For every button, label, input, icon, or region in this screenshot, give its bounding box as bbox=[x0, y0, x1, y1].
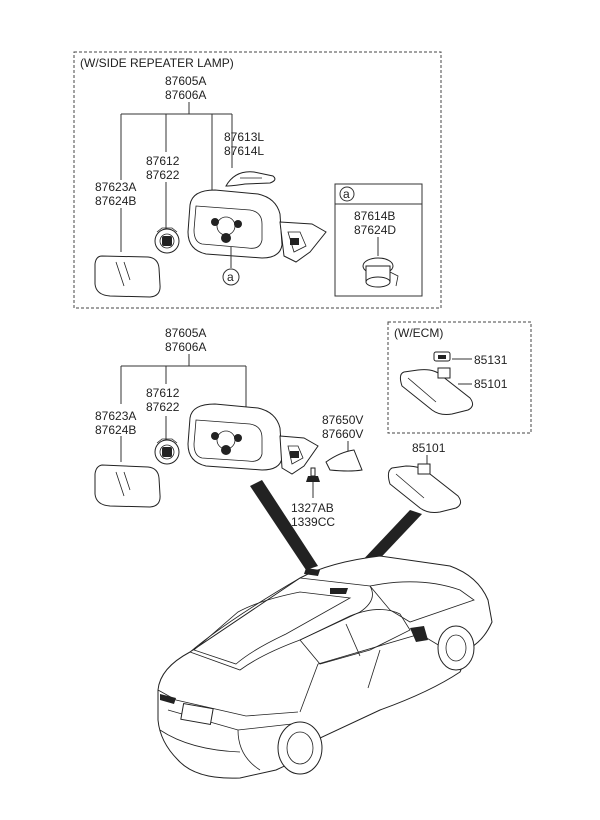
bolt-icon bbox=[306, 467, 320, 482]
side-repeater-lamp-icon bbox=[362, 257, 399, 288]
detail-a-box bbox=[334, 183, 423, 297]
standard-mirror-group: 87605A 87606A 87612 87622 87623A 87624B bbox=[94, 326, 363, 529]
mirror-actuator-icon bbox=[154, 227, 180, 254]
mid-mirror-actuator-icon bbox=[154, 438, 180, 465]
mirror-assy-label-2: 87606A bbox=[165, 88, 206, 102]
garnish-label-1: 87650V bbox=[322, 413, 363, 427]
bolt-label-2: 1339CC bbox=[291, 515, 335, 529]
garnish-icon bbox=[325, 449, 363, 472]
outside-mirror-pointer bbox=[250, 480, 318, 570]
mirror-glass-icon bbox=[94, 255, 161, 298]
ecm-inside-mirror-icon bbox=[399, 367, 474, 415]
sedan-vehicle-icon bbox=[157, 555, 493, 779]
side-repeater-title: (W/SIDE REPEATER LAMP) bbox=[80, 56, 234, 70]
side-repeater-lamp-label-2: 87624D bbox=[354, 223, 396, 237]
cover-label-1: 87613L bbox=[224, 130, 264, 144]
callout-a-marker bbox=[222, 268, 240, 286]
inside-mirror-icon bbox=[387, 463, 462, 513]
mid-glass-label-2: 87624B bbox=[95, 423, 136, 437]
mid-mirror-assy-label-1: 87605A bbox=[165, 326, 206, 340]
ecm-box bbox=[387, 321, 532, 434]
ecm-title: (W/ECM) bbox=[394, 326, 443, 340]
ecm-sensor-icon bbox=[433, 351, 451, 362]
glass-label-1: 87623A bbox=[95, 180, 136, 194]
inside-mirror-label: 85101 bbox=[412, 441, 446, 455]
detail-a-marker: a bbox=[343, 187, 350, 201]
side-repeater-group: (W/SIDE REPEATER LAMP) 87605A 87606A 876… bbox=[73, 51, 442, 309]
side-repeater-lamp-label-1: 87614B bbox=[354, 209, 395, 223]
mirror-assy-label-1: 87605A bbox=[165, 74, 206, 88]
mirror-cover-icon bbox=[225, 171, 276, 187]
ecm-mirror-group: (W/ECM) 85131 85101 bbox=[387, 321, 532, 434]
ecm-sensor-label: 85131 bbox=[474, 353, 508, 367]
mid-glass-label-1: 87623A bbox=[95, 409, 136, 423]
bolt-label-1: 1327AB bbox=[291, 501, 334, 515]
cover-label-2: 87614L bbox=[224, 144, 264, 158]
garnish-label-2: 87660V bbox=[322, 427, 363, 441]
mid-mirror-glass-icon bbox=[94, 464, 161, 508]
actuator-label-2: 87622 bbox=[146, 168, 180, 182]
ecm-inside-mirror-label: 85101 bbox=[474, 377, 508, 391]
mid-mirror-assy-label-2: 87606A bbox=[165, 340, 206, 354]
mid-actuator-label-1: 87612 bbox=[146, 386, 180, 400]
glass-label-2: 87624B bbox=[95, 194, 136, 208]
inside-mirror-group: 85101 bbox=[387, 441, 462, 513]
side-repeater-box bbox=[73, 51, 442, 309]
mid-outside-mirror-assy-icon bbox=[187, 403, 319, 475]
outside-mirror-assy-icon bbox=[187, 189, 327, 263]
mid-actuator-label-2: 87622 bbox=[146, 400, 180, 414]
callout-a-label: a bbox=[227, 270, 234, 284]
actuator-label-1: 87612 bbox=[146, 154, 180, 168]
